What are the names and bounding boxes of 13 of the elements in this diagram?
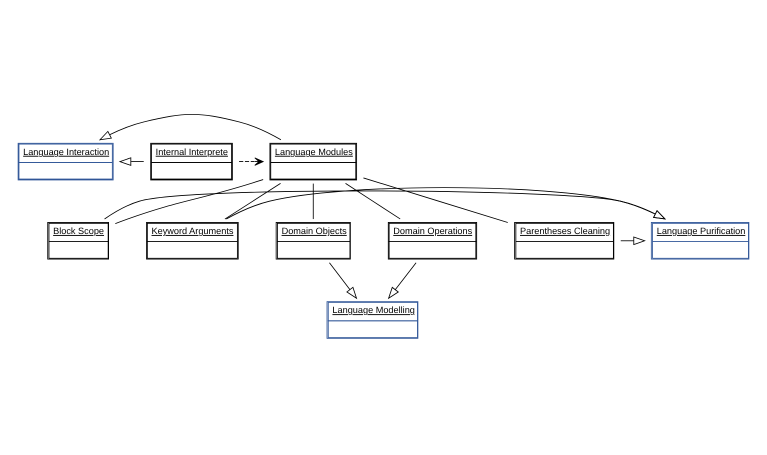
connector — [345, 182, 401, 219]
arrow — [329, 262, 358, 299]
arrow — [238, 156, 264, 166]
connector — [224, 182, 281, 219]
arrow — [388, 262, 416, 299]
arrow — [118, 156, 144, 166]
arrow — [98, 113, 282, 140]
connector — [363, 177, 508, 222]
connector — [114, 178, 264, 224]
connector — [312, 182, 314, 219]
arrow — [104, 190, 666, 220]
arrow — [226, 186, 666, 220]
arrow — [620, 236, 646, 245]
